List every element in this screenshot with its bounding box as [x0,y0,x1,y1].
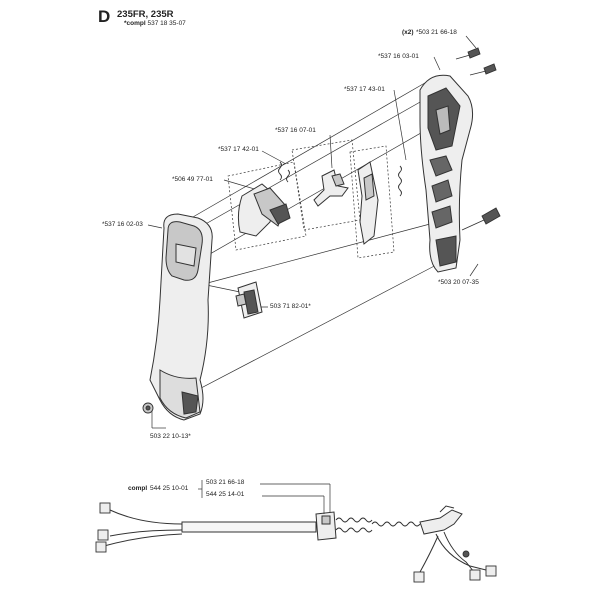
model-names: 235FR, 235R [117,9,174,20]
leader-line [329,134,333,169]
guide-line [187,92,437,235]
harness-compl-label: compl [128,485,148,492]
callout-503-22-10-13[interactable]: 503 22 10-13* [150,433,191,440]
leader-line [261,150,287,165]
callout-harness-503-21-66-18[interactable]: 503 21 66-18 [206,479,245,486]
callout-503-20-07-35[interactable]: *503 20 07-35 [438,279,479,286]
harness-connectors [95,502,497,583]
handle-right-half [419,74,474,273]
callout-537-17-42-01[interactable]: *537 17 42-01 [218,146,259,153]
callout-537-16-03-01[interactable]: *537 16 03-01 [378,53,419,60]
guide-line [181,261,443,399]
guide-line [195,121,441,263]
callout-503-21-66-18[interactable]: *503 21 66-18 [416,29,457,36]
leader-line [469,263,479,277]
screws [142,47,501,414]
callout-537-17-43-01[interactable]: *537 17 43-01 [344,86,385,93]
throttle-lock-box [349,145,395,259]
trigger-group-box [227,161,307,251]
leader-line [393,89,407,161]
callout-537-16-02-03[interactable]: *537 16 02-03 [102,221,143,228]
callout-544-25-10-01[interactable]: 544 25 10-01 [150,485,189,492]
stop-lever [313,169,349,207]
wiring-harness [103,505,487,573]
callout-503-71-82-01[interactable]: 503 71 82-01* [270,303,311,310]
leader-line [465,35,477,49]
guide-line [199,223,431,286]
leader-line [223,179,259,191]
throttle-lock [357,161,379,245]
section-letter: D [98,7,111,26]
compl-note: *compl 537 18 35-07 [124,20,186,28]
guide-line [185,79,431,222]
springs [278,161,402,197]
qty-x2: (x2) [402,29,414,36]
throttle-trigger [237,183,291,237]
callout-537-16-07-01[interactable]: *537 16 07-01 [275,127,316,134]
callout-544-25-14-01[interactable]: 544 25 14-01 [206,491,245,498]
stop-switch [235,281,263,319]
compl-label: *compl [124,20,146,27]
leader-line [433,56,441,71]
compl-number: 537 18 35-07 [147,20,186,27]
leader-line [147,224,163,229]
handle-left-half [149,213,213,421]
callout-506-49-77-01[interactable]: *506 49 77-01 [172,176,213,183]
harness-bracket [198,480,331,514]
